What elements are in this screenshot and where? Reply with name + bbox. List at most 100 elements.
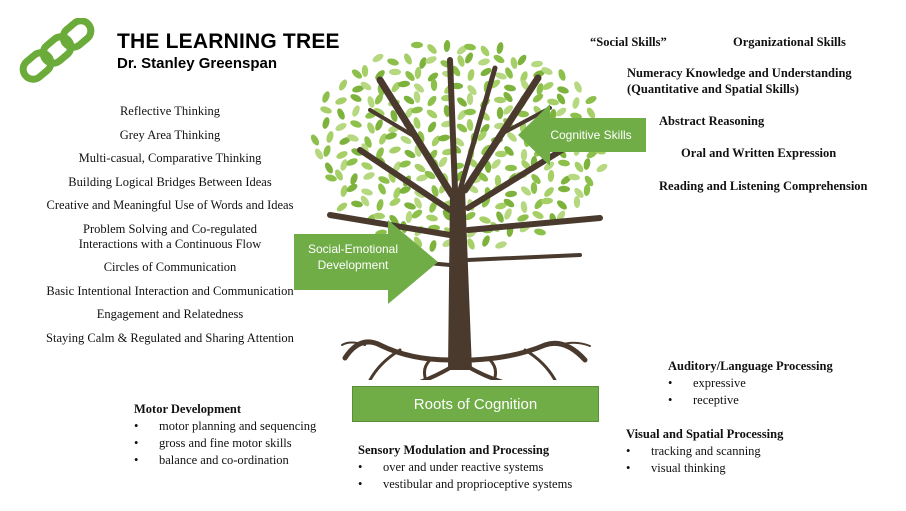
leaf-icon [405,71,415,81]
list-item: balance and co-ordination [134,452,316,469]
leaf-icon [585,96,597,104]
roots-of-cognition-box: Roots of Cognition [352,386,599,422]
skill-expression: Oral and Written Expression [681,146,837,160]
leaf-icon [373,212,385,220]
leaf-icon [572,97,580,109]
tree-roots [341,339,591,380]
leaf-icon [467,238,475,250]
leaf-icon [367,96,375,108]
leaf-icon [350,120,362,128]
leaf-icon [568,173,580,181]
leaf-icon [404,149,416,159]
list-item: vestibular and proprioceptive systems [358,476,572,493]
leaf-icon [323,145,331,157]
leaf-icon [491,159,501,169]
leaf-icon [413,117,421,129]
level-item: Interactions with a Continuous Flow [78,236,262,251]
leaf-icon [350,173,358,185]
tree-trunk [327,57,603,370]
leaf-icon [378,183,386,195]
leaf-icon [457,97,467,107]
leaf-icon [376,147,384,159]
leaf-icon [404,53,412,65]
leaf-icon [411,41,423,49]
leaf-icon [325,174,337,182]
leaf-icon [430,79,438,91]
leaf-icon [517,110,529,118]
level-item: Basic Intentional Interaction and Commun… [46,283,294,298]
leaf-icon [351,200,363,208]
leaf-icon [556,210,566,222]
leaf-icon [427,95,437,107]
leaf-icon [482,235,490,247]
list-item: expressive [668,375,833,392]
leaf-icon [504,208,512,220]
leaf-icon [477,131,487,141]
leaf-icon [419,57,427,69]
leaf-icon [346,158,358,166]
leaf-icon [479,216,491,224]
leaf-icon [505,67,513,79]
level-item: Circles of Communication [103,260,237,274]
skill-numeracy-line1: Numeracy Knowledge and Understanding [627,66,852,80]
leaf-icon [477,172,489,182]
auditory-language-title: Auditory/Language Processing [668,359,833,373]
leaf-icon [489,79,501,89]
leaf-icon [322,117,330,129]
level-item: Creative and Meaningful Use of Words and… [46,198,294,212]
leaf-icon [413,236,423,248]
leaf-icon [431,185,439,197]
leaf-icon [573,196,581,208]
leaf-icon [400,135,412,145]
leaf-icon [361,162,373,170]
leaf-icon [337,108,345,120]
leaf-icon [425,56,437,64]
leaf-icon [443,40,451,52]
leaf-icon [480,67,492,77]
leaf-icon [505,190,517,198]
leaf-icon [531,60,543,68]
leaf-icon [517,214,529,222]
leaf-icon [510,57,518,69]
leaf-icon [584,175,594,187]
leaf-icon [414,163,426,173]
leaf-icon [438,134,450,142]
leaf-icon [389,214,399,226]
skill-organizational: Organizational Skills [733,35,846,49]
leaf-icon [335,97,347,105]
leaf-icon [574,188,584,198]
leaf-icon [493,54,505,64]
leaf-icon [426,109,438,119]
leaf-icon [379,133,387,145]
leaf-icon [403,95,415,105]
level-item: Reflective Thinking [119,104,221,118]
leaf-icon [429,201,437,213]
leaf-icon [374,93,384,105]
leaf-icon [547,98,559,106]
leaf-icon [520,149,528,161]
leaf-icon [375,119,383,131]
level-item: Engagement and Relatedness [96,307,244,321]
leaf-icon [570,112,582,120]
developmental-levels-list: Reflective Thinking Grey Area Thinking M… [20,104,320,354]
chain-links-icon [19,18,95,83]
leaf-icon [360,81,372,91]
level-item: Multi-casual, Comparative Thinking [78,151,262,165]
leaf-icon [424,170,436,180]
sensory-modulation-block: Sensory Modulation and Processing over a… [358,442,572,493]
leaf-icon [496,211,504,223]
leaf-icon [336,151,348,159]
leaf-icon [530,182,538,194]
skill-comprehension: Reading and Listening Comprehension [659,179,868,193]
leaf-icon [467,85,477,95]
leaf-icon [560,175,572,185]
leaf-icon [404,202,416,210]
leaf-icon [541,197,553,205]
leaf-icon [480,45,490,57]
leaf-icon [583,158,591,170]
leaf-icon [496,107,504,119]
leaf-icon [557,86,569,94]
leaf-icon [543,161,555,171]
leaf-icon [542,81,554,91]
level-item: Grey Area Thinking [119,127,221,142]
